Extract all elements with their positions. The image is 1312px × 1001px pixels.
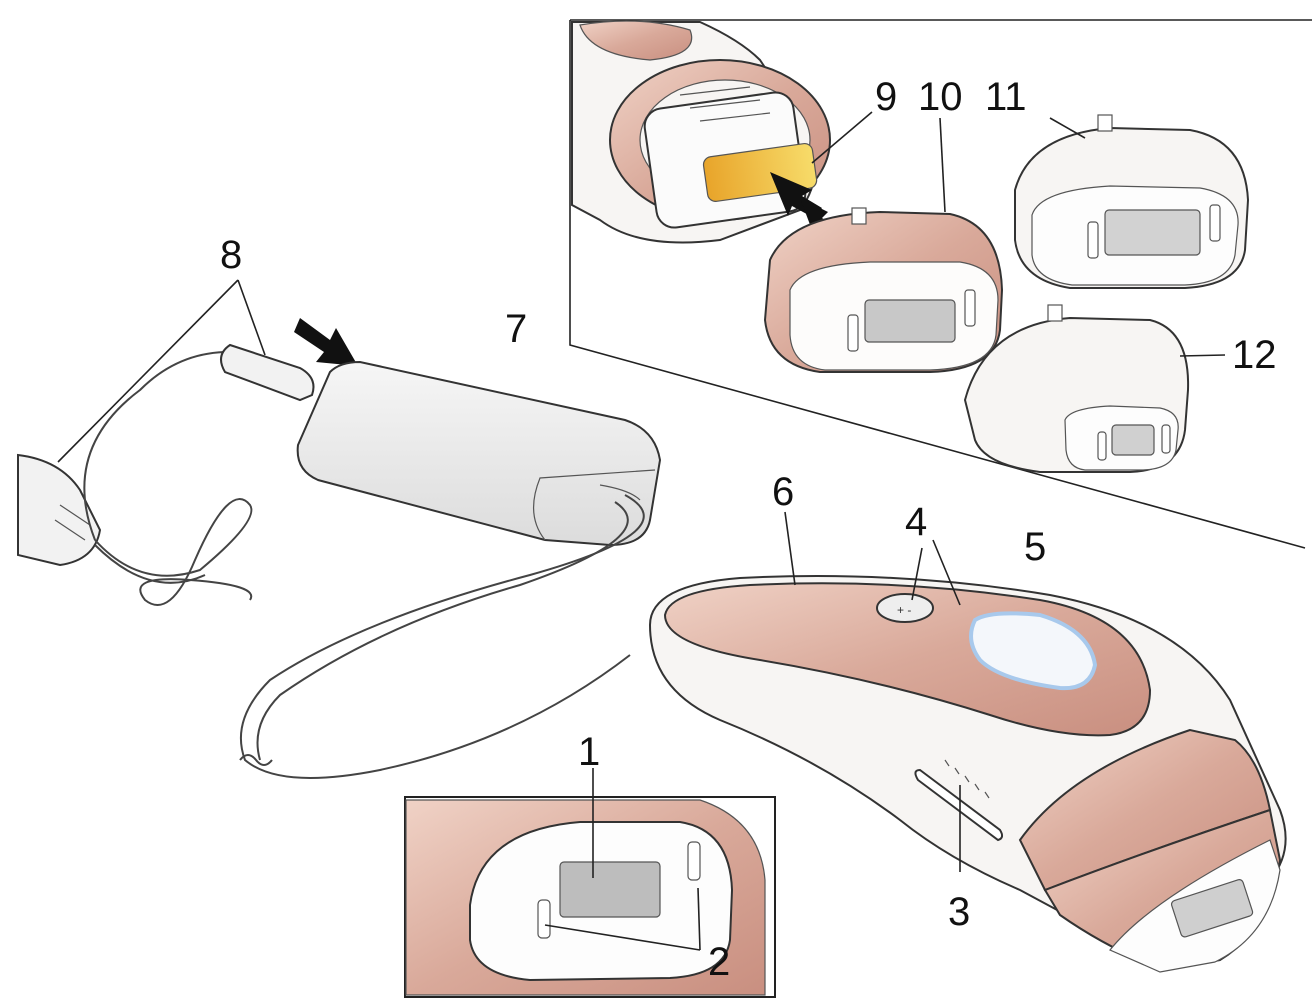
head-detail-inset — [404, 796, 776, 998]
skin-contact-sensor-left — [537, 899, 551, 939]
leader-lines — [57, 111, 1226, 951]
device-head-illustration — [571, 20, 831, 244]
callout-3: 3 — [948, 890, 970, 934]
mains-cord — [83, 350, 253, 606]
main-device: + - — [648, 575, 1287, 973]
callout-11: 11 — [985, 75, 1027, 119]
callout-2: 2 — [708, 940, 730, 984]
power-supply — [17, 318, 662, 779]
wall-plug — [17, 453, 102, 567]
attachments-inset — [569, 19, 1312, 549]
svg-text:+ -: + - — [897, 603, 911, 617]
callout-4: 4 — [905, 500, 927, 544]
callout-6: 6 — [772, 470, 794, 514]
intensity-slider — [914, 768, 1004, 842]
adapter-body — [296, 360, 662, 547]
callout-8: 8 — [220, 233, 242, 277]
callout-labels: 1 2 3 4 5 6 7 8 9 10 11 12 — [220, 75, 1277, 984]
attachment-12 — [963, 304, 1190, 473]
treatment-window — [559, 861, 661, 918]
callout-7: 7 — [505, 307, 527, 351]
skin-contact-sensor-right — [687, 841, 701, 881]
cord-connector — [220, 343, 315, 402]
attachment-11 — [1014, 114, 1250, 289]
callout-9: 9 — [875, 75, 897, 119]
mode-button — [876, 593, 934, 623]
callout-1: 1 — [578, 730, 600, 774]
callout-10: 10 — [918, 75, 963, 119]
device-cable — [239, 494, 645, 779]
connect-arrow — [294, 318, 358, 366]
activation-button — [969, 611, 1098, 691]
callout-5: 5 — [1024, 525, 1046, 569]
callout-12: 12 — [1232, 333, 1277, 377]
attachment-10 — [763, 207, 1004, 373]
